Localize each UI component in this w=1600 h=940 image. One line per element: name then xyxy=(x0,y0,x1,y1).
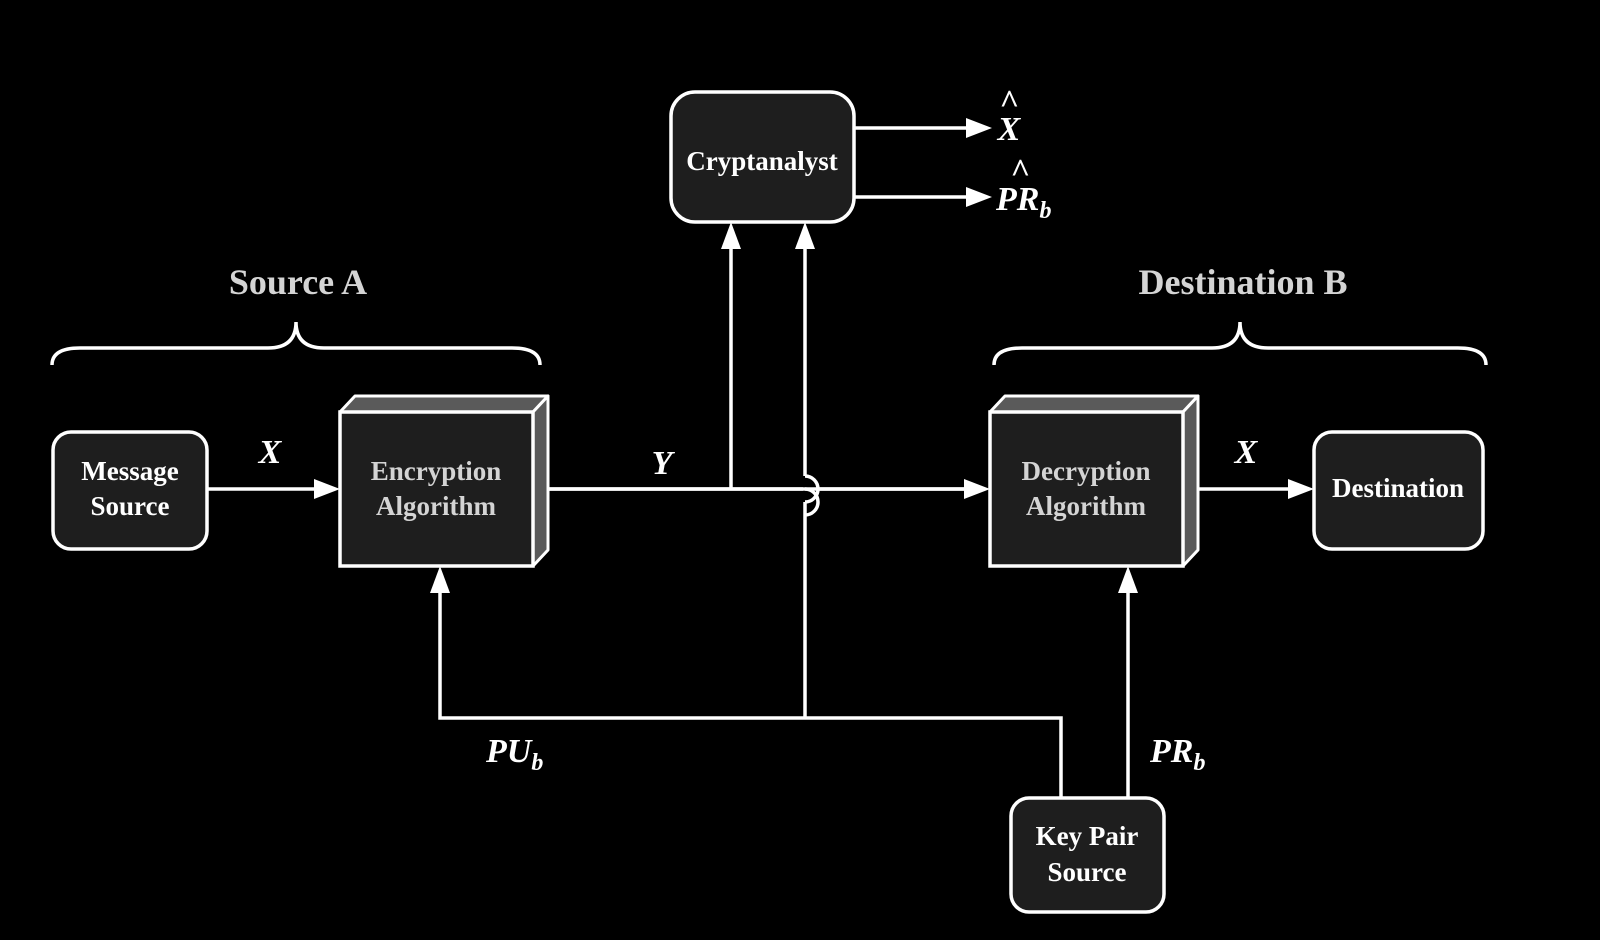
public-key-label: PUb xyxy=(485,733,543,776)
arrow-private-key-to-decryption xyxy=(1118,566,1138,798)
cryptanalyst-label: Cryptanalyst xyxy=(686,146,838,176)
arrow-cryptanalyst-to-estimate-prb xyxy=(854,187,992,207)
destination-b-brace xyxy=(992,321,1488,366)
private-key-sub: b xyxy=(1193,750,1205,776)
decryption-algorithm-label-line1: Decryption xyxy=(1022,456,1151,486)
arrow-public-key-to-cryptanalyst xyxy=(795,222,815,718)
arrow-cryptanalyst-to-estimate-x xyxy=(854,118,992,138)
ciphertext-label: Y xyxy=(652,445,676,482)
source-a-label: Source A xyxy=(229,262,367,302)
estimate-prb-base: PR xyxy=(995,181,1039,218)
estimate-x-hat: ^ xyxy=(999,84,1018,121)
cryptanalyst-box: Cryptanalyst xyxy=(669,90,856,224)
private-key-base: PR xyxy=(1149,733,1193,770)
public-key-sub: b xyxy=(531,750,543,776)
key-pair-source-label-line2: Source xyxy=(1048,857,1127,887)
message-source-box: Message Source xyxy=(51,430,209,551)
arrow-message-to-encryption xyxy=(207,479,340,499)
estimate-prb-sub: b xyxy=(1039,198,1051,224)
decryption-algorithm-box: Decryption Algorithm xyxy=(988,394,1200,568)
arrow-ciphertext-to-cryptanalyst xyxy=(721,222,741,489)
key-pair-source-label-line1: Key Pair xyxy=(1036,821,1139,851)
private-key-label: PRb xyxy=(1149,733,1205,776)
decryption-algorithm-label-line2: Algorithm xyxy=(1026,491,1146,521)
destination-box: Destination xyxy=(1312,430,1485,551)
message-source-label-line2: Source xyxy=(91,491,170,521)
estimate-prb-hat: ^ xyxy=(1010,153,1029,190)
estimate-prb-label: PRb xyxy=(995,181,1051,224)
destination-b-label: Destination B xyxy=(1138,262,1347,302)
encryption-algorithm-label-line1: Encryption xyxy=(371,456,502,486)
estimate-x-label: X xyxy=(997,111,1022,148)
plaintext-output-label: X xyxy=(1234,434,1259,471)
destination-label: Destination xyxy=(1332,473,1464,503)
arrow-encryption-to-decryption xyxy=(548,474,990,517)
plaintext-input-label: X xyxy=(258,434,283,471)
source-a-brace xyxy=(50,321,542,366)
message-source-label-line1: Message xyxy=(81,456,178,486)
arrow-public-key-to-encryption xyxy=(430,566,1063,798)
encryption-algorithm-box: Encryption Algorithm xyxy=(338,394,550,568)
arrow-decryption-to-destination xyxy=(1198,479,1314,499)
key-pair-source-box: Key Pair Source xyxy=(1009,796,1166,914)
public-key-base: PU xyxy=(485,733,534,770)
encryption-algorithm-label-line2: Algorithm xyxy=(376,491,496,521)
